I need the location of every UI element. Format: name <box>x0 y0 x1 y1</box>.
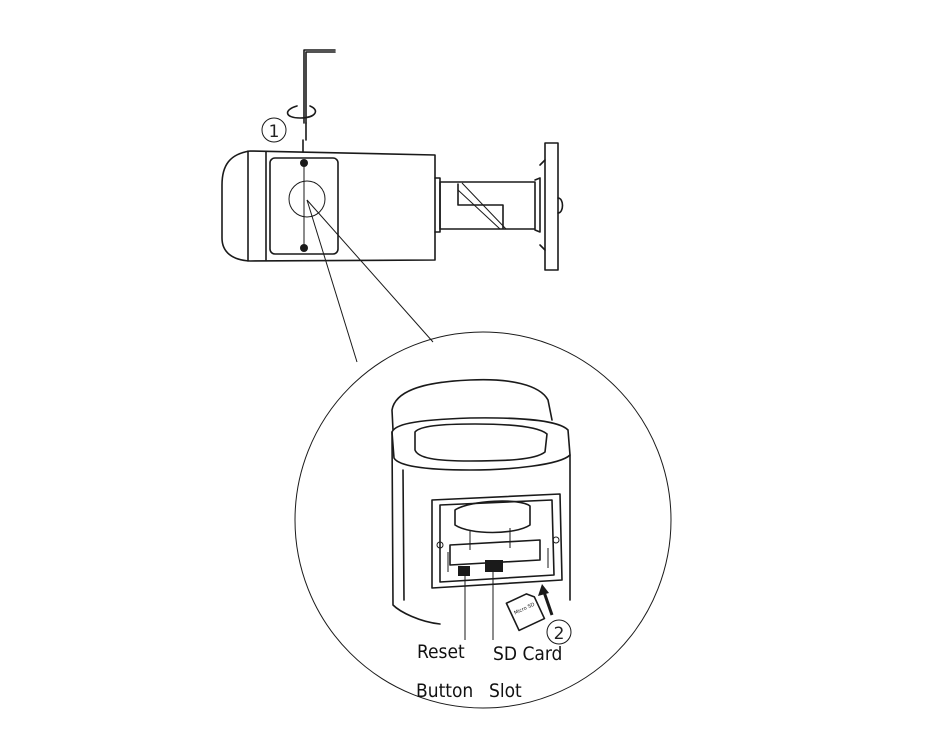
insert-arrow-icon <box>538 584 554 616</box>
svg-text:Micro SD: Micro SD <box>513 602 536 617</box>
step-2-marker: 2 <box>546 619 572 645</box>
camera-side-view <box>221 142 564 271</box>
micro-sd-card-icon: Micro SD <box>505 593 546 632</box>
reset-button-label: Reset <box>417 641 465 663</box>
svg-text:1: 1 <box>269 122 280 142</box>
svg-text:2: 2 <box>554 624 565 644</box>
callout-lines <box>306 199 434 363</box>
hex-key-icon <box>286 49 336 153</box>
magnified-view <box>294 331 672 709</box>
sd-card-slot-label-line2: Slot <box>489 680 522 702</box>
reset-button-label-line2: Button <box>416 680 473 702</box>
step-1-marker: 1 <box>261 117 287 143</box>
sd-card-slot-label: SD Card <box>493 643 562 665</box>
